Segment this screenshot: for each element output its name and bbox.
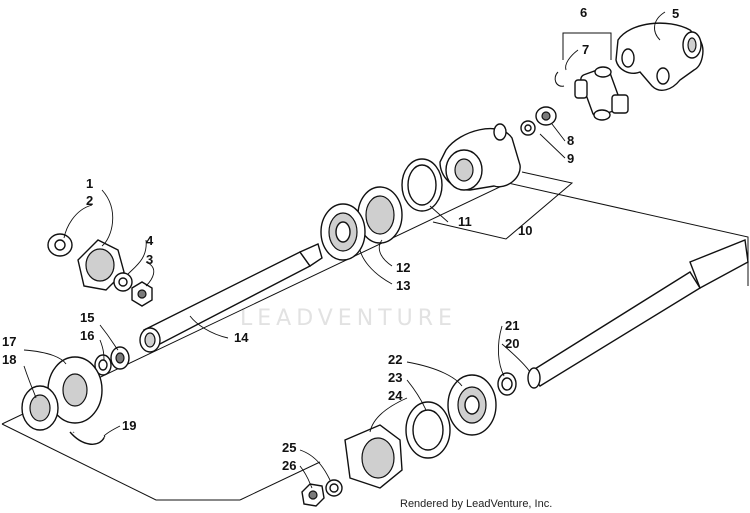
callout-labels: 1 2 3 4 5 6 7 8 9 10 11 12 13 14 15 16 1…: [2, 5, 679, 473]
callout-12: 12: [396, 260, 410, 275]
callout-9: 9: [567, 151, 574, 166]
circlip-part-19: [69, 431, 105, 445]
pinion-gear-part-1-2: [47, 233, 125, 291]
callout-3: 3: [146, 252, 153, 267]
callout-19: 19: [122, 418, 136, 433]
callout-26: 26: [282, 458, 296, 473]
yoke-part-5: [615, 22, 704, 91]
yoke-part-10: [439, 123, 521, 191]
seal-part-11: [401, 158, 443, 212]
callout-23: 23: [388, 370, 402, 385]
nut-part-3-4: [113, 272, 153, 307]
leader-lines: [23, 11, 666, 489]
nut-part-15-16: [94, 346, 130, 376]
callout-17: 17: [2, 334, 16, 349]
callout-15: 15: [80, 310, 94, 325]
callout-24: 24: [388, 388, 403, 403]
u-joint-cross-part-7: [554, 66, 629, 121]
callout-21: 21: [505, 318, 519, 333]
callout-11: 11: [458, 214, 472, 229]
callout-18: 18: [2, 352, 16, 367]
bracket-part-10: [432, 32, 612, 240]
callout-16: 16: [80, 328, 94, 343]
drive-shaft-part-14: [139, 243, 323, 353]
callout-2: 2: [86, 193, 93, 208]
callout-13: 13: [396, 278, 410, 293]
callout-7: 7: [582, 42, 589, 57]
callout-4: 4: [146, 233, 154, 248]
watermark-text: LEADVENTURE: [240, 306, 457, 331]
callout-22: 22: [388, 352, 402, 367]
credit-text: Rendered by LeadVenture, Inc.: [400, 498, 552, 510]
sprocket-part-17-18: [21, 356, 106, 443]
bearing-part-12-13: [320, 186, 403, 261]
bushing-part-8-9: [520, 106, 557, 136]
callout-8: 8: [567, 133, 574, 148]
output-shaft-part-20-21: [497, 239, 749, 396]
callout-20: 20: [505, 336, 519, 351]
callout-5: 5: [672, 6, 679, 21]
housing-part-24: [344, 424, 403, 489]
callout-10: 10: [518, 223, 532, 238]
callout-14: 14: [234, 330, 249, 345]
callout-25: 25: [282, 440, 296, 455]
callout-6: 6: [580, 5, 587, 20]
nut-part-25-26: [301, 479, 343, 507]
bearing-part-22-24: [405, 374, 497, 459]
callout-1: 1: [86, 176, 93, 191]
